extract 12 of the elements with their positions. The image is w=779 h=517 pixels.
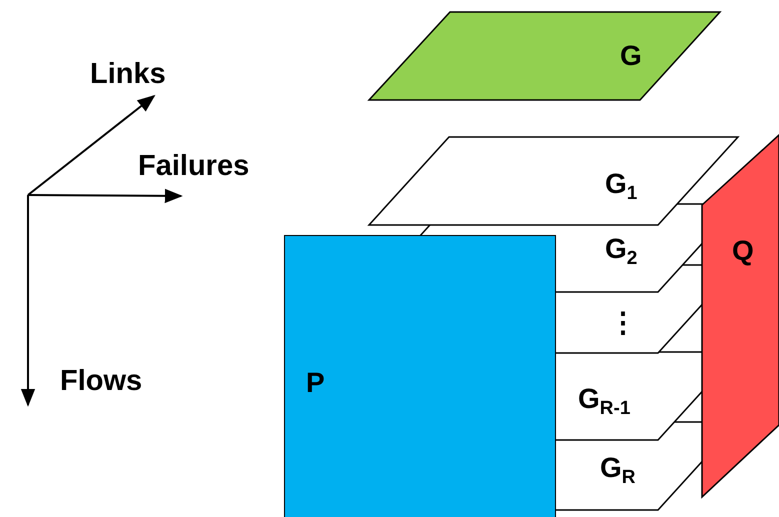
plane-label: Q [732,237,754,265]
axis-label: Flows [60,367,142,396]
plane-label: G$_{2}$ [605,235,638,268]
plane-label: G$_{R}$ [600,454,636,487]
plane-label: ⋮ [609,309,637,337]
block-face [284,235,556,517]
axis-label: Links [90,60,166,89]
plane-label: G$_{1}$ [605,170,638,203]
axis-label: Failures [138,152,250,181]
plane-label: G [620,42,642,70]
plane-label: P [306,369,325,397]
plane-label: G$_{R-1}$ [578,385,630,418]
